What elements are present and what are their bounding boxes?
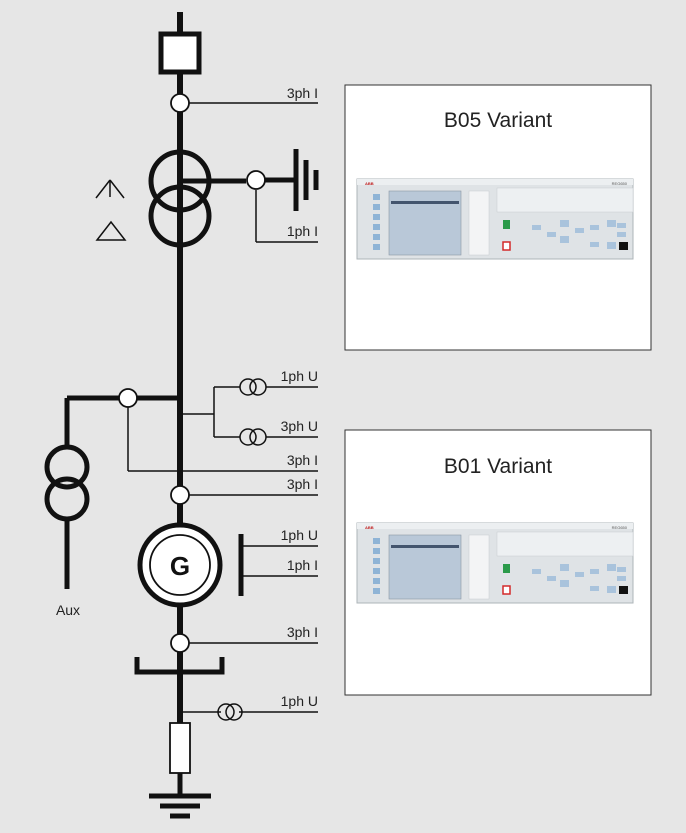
device-brand-top: ABB bbox=[365, 181, 374, 186]
generator-neutral-measure bbox=[238, 534, 318, 596]
generator-symbol: G bbox=[137, 522, 223, 608]
relay-device-image-top: ABB REG650 bbox=[356, 178, 634, 260]
label-1ph-u-gen: 1ph U bbox=[281, 527, 318, 543]
voltage-transformer-pair bbox=[180, 378, 318, 446]
panel-b05: B05 Variant ABB REG650 bbox=[344, 84, 652, 351]
label-1ph-i-gen: 1ph I bbox=[287, 557, 318, 573]
neutral-point-bracket bbox=[134, 657, 225, 675]
aux-transformer bbox=[44, 444, 90, 522]
ground-symbol bbox=[149, 773, 211, 819]
label-1ph-u-top: 1ph U bbox=[281, 368, 318, 384]
panel-b01: B01 Variant ABB REG650 bbox=[344, 429, 652, 696]
grounding-resistor bbox=[169, 722, 191, 774]
circuit-breaker-symbol bbox=[158, 31, 202, 75]
device-brand-bottom: ABB bbox=[365, 525, 374, 530]
relay-device-image-bottom: ABB REG650 bbox=[356, 522, 634, 604]
panel-b01-title: B01 Variant bbox=[444, 455, 552, 478]
panel-b05-title: B05 Variant bbox=[444, 109, 552, 132]
current-transformer-gen-top bbox=[170, 485, 318, 505]
aux-branch bbox=[64, 388, 318, 589]
step-up-transformer bbox=[148, 149, 246, 248]
current-transformer-gen-bottom bbox=[170, 633, 318, 653]
star-delta-symbols bbox=[95, 179, 127, 241]
current-transformer-top bbox=[170, 93, 318, 113]
label-3ph-i-gen: 3ph I bbox=[287, 476, 318, 492]
measurement-labels: 3ph I 1ph I 1ph U 3ph U 3ph I 3ph I 1ph … bbox=[56, 85, 318, 709]
label-1ph-i-neutral: 1ph I bbox=[287, 223, 318, 239]
device-model-top: REG650 bbox=[612, 181, 628, 186]
label-3ph-i-aux: 3ph I bbox=[287, 452, 318, 468]
label-3ph-i-top: 3ph I bbox=[287, 85, 318, 101]
label-1ph-u-bottom: 1ph U bbox=[281, 693, 318, 709]
label-3ph-i-bottom: 3ph I bbox=[287, 624, 318, 640]
device-model-bottom: REG650 bbox=[612, 525, 628, 530]
generator-label: G bbox=[170, 551, 190, 581]
neutral-ground-ct bbox=[246, 149, 319, 243]
neutral-voltage-transformer bbox=[180, 703, 318, 721]
label-aux: Aux bbox=[56, 602, 80, 618]
label-3ph-u: 3ph U bbox=[281, 418, 318, 434]
